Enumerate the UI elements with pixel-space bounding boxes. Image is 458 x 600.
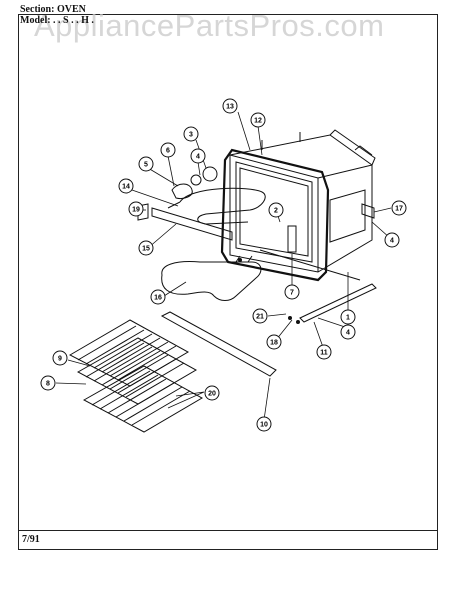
callout-21: 21 xyxy=(252,308,268,324)
svg-text:19: 19 xyxy=(132,207,140,214)
svg-text:16: 16 xyxy=(154,295,162,302)
callout-4c: 4 xyxy=(340,324,356,340)
callout-3: 3 xyxy=(183,126,199,142)
callouts: 13 12 3 6 4 5 14 19 15 2 16 7 17 4 1 4 1… xyxy=(40,98,407,432)
callout-6: 6 xyxy=(160,142,176,158)
socket xyxy=(202,166,218,182)
callout-10: 10 xyxy=(256,416,272,432)
trim-strip-side xyxy=(299,283,377,323)
callout-15: 15 xyxy=(138,240,154,256)
callout-4b: 4 xyxy=(384,232,400,248)
svg-text:20: 20 xyxy=(208,391,216,398)
svg-text:18: 18 xyxy=(270,340,278,347)
diagram-frame xyxy=(18,14,438,550)
svg-text:1: 1 xyxy=(346,315,350,322)
callout-9: 9 xyxy=(52,350,68,366)
fasteners xyxy=(238,211,300,324)
svg-text:13: 13 xyxy=(226,104,234,111)
svg-text:4: 4 xyxy=(346,330,350,337)
callout-2: 2 xyxy=(268,202,284,218)
footer-divider xyxy=(18,530,438,531)
callout-4a: 4 xyxy=(190,148,206,164)
callout-13: 13 xyxy=(222,98,238,114)
watermark: AppliancePartsPros.com xyxy=(34,8,385,43)
oven-cavity xyxy=(229,129,376,273)
oven-racks xyxy=(68,319,204,433)
svg-text:4: 4 xyxy=(196,154,200,161)
svg-text:5: 5 xyxy=(144,162,148,169)
svg-text:3: 3 xyxy=(189,132,193,139)
svg-text:21: 21 xyxy=(256,314,264,321)
svg-text:15: 15 xyxy=(142,246,150,253)
callout-19: 19 xyxy=(128,201,144,217)
bracket xyxy=(151,207,233,241)
section-label: Section: OVEN xyxy=(20,4,86,15)
svg-text:9: 9 xyxy=(58,356,62,363)
callout-16: 16 xyxy=(150,289,166,305)
svg-text:10: 10 xyxy=(260,422,268,429)
callout-1: 1 xyxy=(340,309,356,325)
broil-element xyxy=(179,187,266,225)
svg-text:8: 8 xyxy=(46,381,50,388)
svg-text:17: 17 xyxy=(395,206,403,213)
svg-text:11: 11 xyxy=(320,350,328,357)
callout-14: 14 xyxy=(118,178,134,194)
sensor xyxy=(287,225,297,253)
svg-text:14: 14 xyxy=(122,184,130,191)
model-label: Model: . . S . . H . xyxy=(20,15,94,26)
trim-strip xyxy=(160,311,277,377)
callout-5: 5 xyxy=(138,156,154,172)
bulb xyxy=(171,183,193,199)
revision-date: 7/91 xyxy=(22,534,40,545)
callout-18: 18 xyxy=(266,334,282,350)
svg-text:7: 7 xyxy=(290,290,294,297)
callout-20: 20 xyxy=(204,385,220,401)
callout-12: 12 xyxy=(250,112,266,128)
callout-17: 17 xyxy=(391,200,407,216)
svg-text:6: 6 xyxy=(166,148,170,155)
callout-8: 8 xyxy=(40,375,56,391)
svg-text:4: 4 xyxy=(390,238,394,245)
door-gasket xyxy=(220,148,330,282)
svg-text:12: 12 xyxy=(254,118,262,125)
callout-7: 7 xyxy=(284,284,300,300)
hinge xyxy=(361,203,375,219)
bake-element xyxy=(161,261,262,301)
lamp-cover xyxy=(190,174,202,186)
callout-11: 11 xyxy=(316,344,332,360)
svg-text:2: 2 xyxy=(274,208,278,215)
